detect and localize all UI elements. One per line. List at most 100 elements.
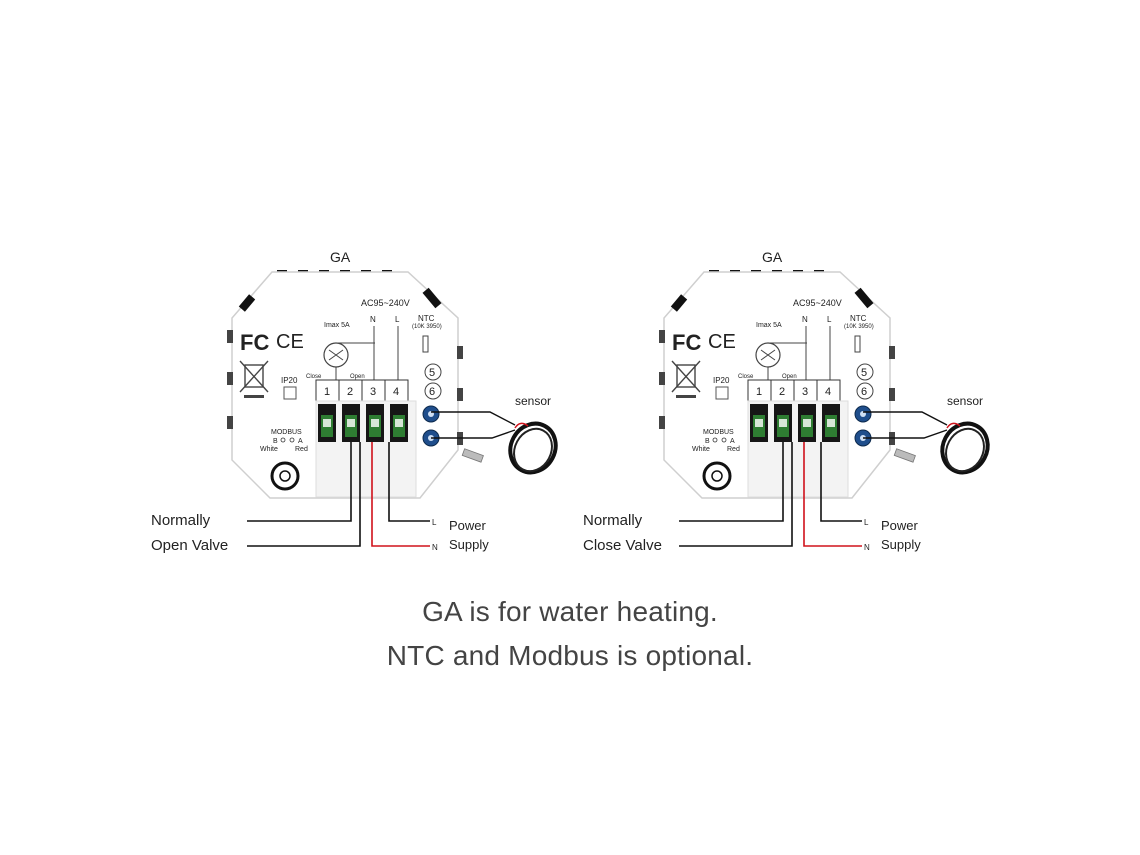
modbus-b-pin — [712, 437, 718, 443]
close-label: Close — [306, 374, 322, 380]
modbus-a-label: A — [298, 438, 303, 445]
wire-label-l: L — [864, 518, 869, 527]
ce-mark: CE — [708, 331, 736, 353]
terminal-number-2: 2 — [779, 386, 785, 398]
wire-terminal-2 — [679, 442, 784, 522]
ip-rating: IP20 — [281, 376, 298, 385]
wire-live-black — [388, 442, 430, 522]
side-clip — [227, 416, 233, 429]
screw-head-2 — [347, 419, 355, 427]
sensor-wire-1 — [431, 411, 516, 426]
caption-ntc-modbus-optional: NTC and Modbus is optional. — [386, 640, 754, 671]
wire-neutral-red — [371, 442, 430, 547]
open-label: Open — [782, 374, 797, 380]
modbus-connector-center — [711, 470, 723, 482]
screw-head-4 — [395, 419, 403, 427]
valve-label-line1: Normally — [151, 512, 211, 529]
terminal-number-1: 1 — [756, 386, 762, 398]
label-l: L — [395, 315, 400, 324]
voltage-label: AC95~240V — [361, 298, 410, 308]
power-label-line2: Supply — [449, 537, 489, 552]
modbus-b-label: B — [705, 438, 710, 445]
caption-water-heating: GA is for water heating. — [422, 596, 718, 627]
imax-label: Imax 5A — [324, 322, 350, 329]
sensor-probe — [461, 448, 484, 463]
modbus-white-label: White — [692, 446, 710, 453]
terminal-number-1: 1 — [324, 386, 330, 398]
ntc-terminal-number-5: 5 — [861, 367, 867, 379]
ntc-spec-label: (10K 3950) — [412, 324, 442, 330]
ip-rating: IP20 — [713, 376, 730, 385]
label-n: N — [370, 315, 376, 324]
screw-head-1 — [323, 419, 331, 427]
corner-slot — [670, 294, 688, 312]
side-clip — [659, 372, 665, 385]
sensor-wire-2 — [431, 429, 516, 439]
sensor-label: sensor — [515, 394, 551, 408]
modbus-a-pin — [289, 437, 295, 443]
ntc-label: NTC — [418, 314, 435, 323]
side-clip — [227, 372, 233, 385]
wire-label-n: N — [432, 543, 438, 552]
sensor-label: sensor — [947, 394, 983, 408]
modbus-red-label: Red — [295, 446, 308, 453]
wire-neutral-red — [803, 442, 862, 547]
power-label-line1: Power — [449, 518, 487, 533]
ntc-terminal-6 — [856, 382, 874, 400]
wire-label-n: N — [864, 543, 870, 552]
open-label: Open — [350, 374, 365, 380]
modbus-red-label: Red — [727, 446, 740, 453]
voltage-label: AC95~240V — [793, 298, 842, 308]
screw-head-2 — [779, 419, 787, 427]
close-label: Close — [738, 374, 754, 380]
wire-terminal-2 — [247, 442, 352, 522]
terminal-number-4: 4 — [825, 386, 831, 398]
corner-slot — [238, 294, 256, 312]
ntc-terminal-6 — [424, 382, 442, 400]
sensor-cable-coil — [508, 421, 558, 475]
weee-bar — [244, 395, 264, 398]
modbus-b-pin — [280, 437, 286, 443]
label-l: L — [827, 315, 832, 324]
weee-bar — [676, 395, 696, 398]
unit-title: GA — [330, 249, 351, 265]
sensor-cable-coil-inner — [945, 427, 985, 473]
side-clip — [889, 346, 895, 359]
ntc-spec-label: (10K 3950) — [844, 324, 874, 330]
sensor-wire-1 — [863, 411, 948, 426]
fc-mark: FC — [672, 330, 701, 355]
wire-live-black — [820, 442, 862, 522]
imax-label: Imax 5A — [756, 322, 782, 329]
side-clip — [659, 330, 665, 343]
sensor-cable-coil-inner — [513, 427, 553, 473]
screw-head-4 — [827, 419, 835, 427]
label-n: N — [802, 315, 808, 324]
modbus-label: MODBUS — [703, 429, 734, 436]
side-clip — [457, 388, 463, 401]
screw-head-3 — [803, 419, 811, 427]
weee-cross-line — [239, 360, 269, 393]
weee-bin-icon — [676, 364, 696, 388]
power-label-line2: Supply — [881, 537, 921, 552]
sensor-red-tip — [514, 422, 529, 429]
ntc-terminal-number-6: 6 — [861, 386, 867, 398]
wire-label-l: L — [432, 518, 437, 527]
modbus-a-label: A — [730, 438, 735, 445]
modbus-white-label: White — [260, 446, 278, 453]
sensor-wire-2 — [863, 429, 948, 439]
ip-box — [715, 386, 729, 400]
power-label-line1: Power — [881, 518, 919, 533]
sensor-cable-coil — [940, 421, 990, 475]
screw-head-3 — [371, 419, 379, 427]
ntc-terminal-5 — [424, 363, 442, 381]
valve-label-line1: Normally — [583, 512, 643, 529]
weee-cross-line — [671, 360, 701, 393]
valve-label-line2: Close Valve — [583, 537, 662, 554]
wire-terminal-1 — [247, 442, 361, 547]
terminal-number-3: 3 — [370, 386, 376, 398]
terminal-number-4: 4 — [393, 386, 399, 398]
corner-slot — [422, 287, 442, 309]
weee-bin-icon — [244, 364, 264, 388]
sensor-probe — [893, 448, 916, 463]
